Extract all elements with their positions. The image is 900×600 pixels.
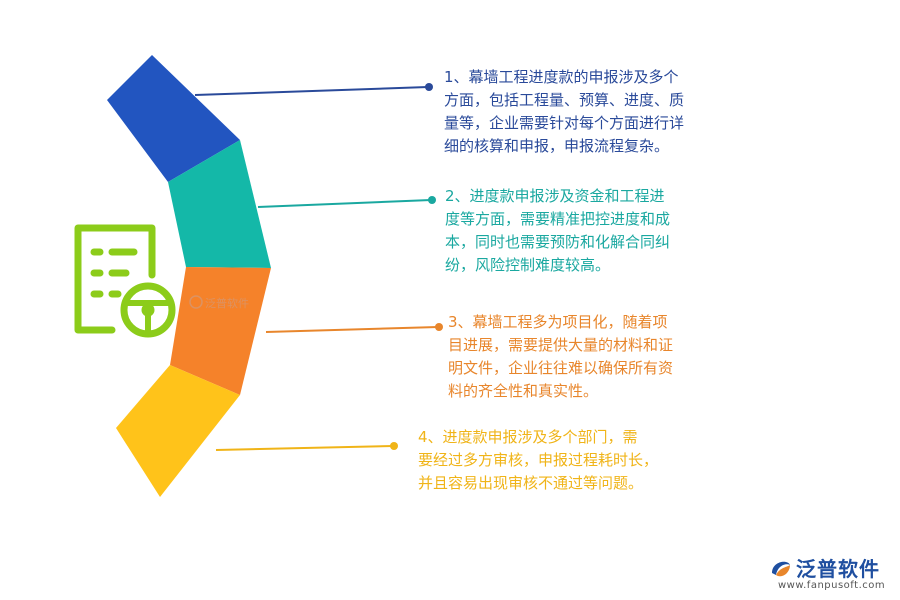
point-text-4: 4、进度款申报涉及多个部门，需 要经过多方审核，申报过程耗时长， 并且容易出现审… xyxy=(418,428,659,492)
segment-3 xyxy=(170,267,271,395)
connector-3 xyxy=(265,323,443,333)
brand-mark-icon xyxy=(772,561,790,577)
point-text-1: 1、幕墙工程进度款的申报涉及多个 方面，包括工程量、预算、进度、质 量等，企业需… xyxy=(444,68,685,155)
brand-url: www.fanpusoft.com xyxy=(778,580,886,591)
brand-name: 泛普软件 xyxy=(796,557,880,581)
connector-4 xyxy=(215,442,398,451)
segment-4 xyxy=(116,365,240,497)
watermark-logo-icon xyxy=(189,295,203,309)
watermark-text: 泛普软件 xyxy=(205,296,249,310)
segment-2 xyxy=(168,140,271,268)
point-text-2: 2、进度款申报涉及资金和工程进 度等方面，需要精准把控进度和成 本，同时也需要预… xyxy=(445,187,671,274)
connector-1 xyxy=(194,83,433,96)
document-steering-wheel-icon xyxy=(74,224,176,338)
brand-logo: 泛普软件 www.fanpusoft.com xyxy=(766,553,896,597)
segment-1 xyxy=(107,55,240,182)
watermark: 泛普软件 xyxy=(189,295,249,310)
point-text-3: 3、幕墙工程多为项目化，随着项 目进展，需要提供大量的材料和证 明文件，企业往往… xyxy=(448,313,674,400)
connector-2 xyxy=(257,196,436,208)
